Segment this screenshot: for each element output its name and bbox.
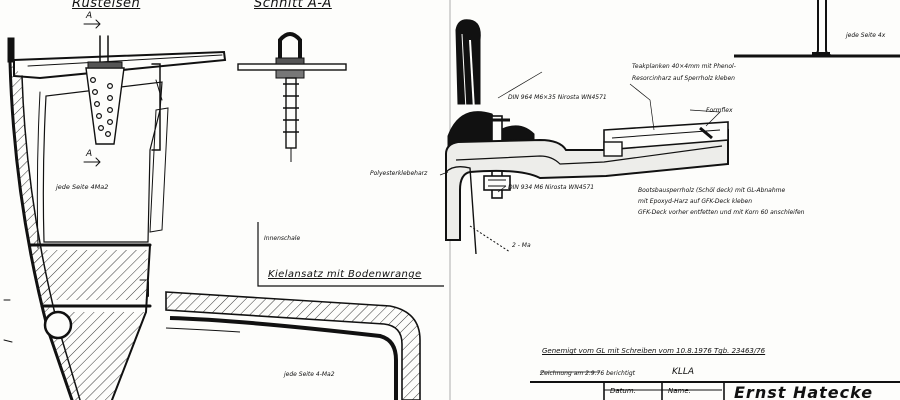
section-mark-a-bottom: A [86, 149, 93, 159]
bolt-spec-top: DIN 964 M6×35 Nirosta WN4571 [508, 94, 607, 101]
revision-signature: KLLA [672, 367, 695, 377]
title-ruesteisen: Rüsteisen [72, 0, 141, 11]
label-formflex: Formflex [706, 107, 733, 114]
title-block [530, 371, 900, 400]
section-mark-a-top: A [86, 11, 93, 21]
revision-note: Zeichnung am 2.9.76 berichtigt [540, 370, 636, 377]
title-schnitt-a-a: Schnitt A-A [254, 0, 332, 11]
title-block-name: Name: [668, 387, 692, 395]
nut-spec-bottom: DIN 934 M6 Nirosta WN4571 [508, 184, 595, 191]
teak-note-line2: Resorcinharz auf Sperrholz kleben [632, 75, 735, 82]
teak-note-line1: Teakplanken 40×4mm mit Phenol- [632, 63, 736, 70]
label-two-ma: 2 - Ma [512, 242, 531, 249]
title-kielansatz: Kielansatz mit Bodenwrange [268, 269, 422, 280]
title-block-datum: Datum: [610, 387, 637, 395]
designer-name: Ernst Hatecke [734, 383, 874, 400]
keel-floor-detail [165, 222, 444, 400]
stanchion-section [439, 0, 729, 400]
section-a-a [237, 32, 347, 162]
approval-note: Genemigt vom GL mit Schreiben vom 10.8.1… [542, 347, 766, 355]
plywood-note-line1: Bootsbausperrholz (Schöl deck) mit GL-Ab… [638, 187, 786, 194]
label-polyesterklebeharz: Polyesterklebeharz [370, 170, 428, 177]
weld-note-top-right: jede Seite 4x [846, 32, 886, 39]
top-right-fitting [734, 0, 900, 58]
label-innenschale: Innenschale [264, 235, 301, 242]
hull-section [3, 19, 227, 400]
plywood-note-line2: mit Epoxyd-Harz auf GFK-Deck kleben [638, 198, 753, 205]
plywood-note-line3: GFK-Deck vorher entfetten und mit Korn 6… [638, 209, 805, 216]
weld-note-bottom: jede Seite 4-Ma2 [284, 371, 335, 378]
weld-note-left: jede Seite 4Ma2 [56, 183, 109, 191]
